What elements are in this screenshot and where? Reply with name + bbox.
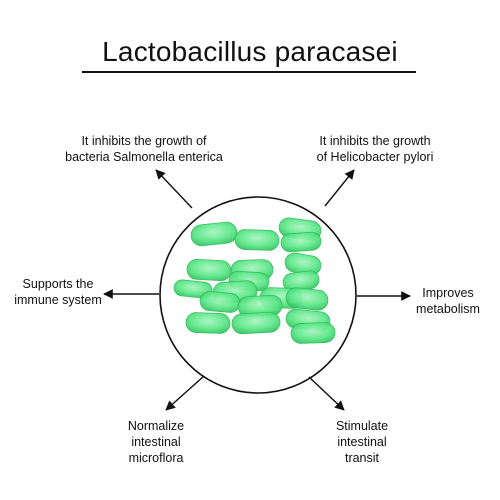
- bacteria-circle: [159, 196, 357, 394]
- arrow-icon-top-left: [155, 169, 193, 209]
- rod-bacteria-icon: [280, 231, 322, 253]
- effect-label-left: Supports the immune system: [14, 277, 102, 307]
- bacteria-cluster: [173, 217, 336, 344]
- rod-bacteria-icon: [185, 312, 231, 334]
- diagram-title: Lactobacillus paracasei: [102, 36, 398, 67]
- rod-bacteria-icon: [199, 291, 241, 313]
- arrow-icon-top-right: [324, 169, 355, 207]
- rod-bacteria-icon: [285, 287, 329, 311]
- rod-bacteria-icon: [190, 221, 238, 247]
- rod-bacteria-icon: [234, 229, 280, 251]
- effect-label-bottom-left: Normalize intestinal microflora: [127, 419, 185, 465]
- effect-label-top-right: It inhibits the growth of Helicobacter p…: [316, 134, 434, 164]
- effect-label-right: Improves metabolism: [416, 286, 480, 316]
- rod-bacteria-icon: [173, 279, 213, 299]
- effect-label-top-left: It inhibits the growth of bacteria Salmo…: [65, 134, 223, 164]
- arrow-icon-bottom-right: [308, 376, 345, 411]
- rod-bacteria-icon: [290, 322, 336, 344]
- rod-bacteria-icon: [186, 258, 232, 282]
- title-underline: [82, 71, 416, 73]
- effect-label-bottom-right: Stimulate intestinal transit: [335, 419, 389, 465]
- arrow-icon-bottom-left: [165, 375, 205, 411]
- rod-bacteria-icon: [231, 311, 281, 335]
